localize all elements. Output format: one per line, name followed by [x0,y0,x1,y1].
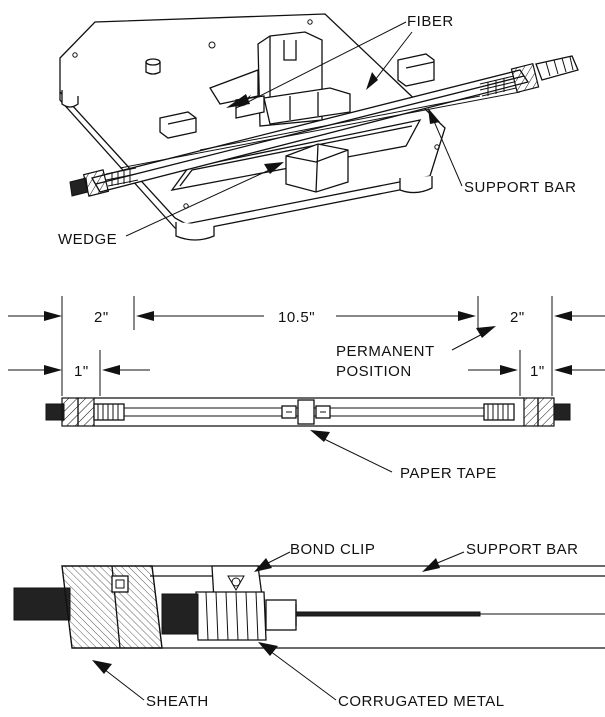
dim-center: 10.5" [278,309,315,326]
middle-dimension-view: 2" 10.5" 2" 1" 1" PERMANENT POSITION [8,296,605,482]
paper-tape-label: PAPER TAPE [400,465,497,482]
fiber-label: FIBER [407,13,454,30]
dim-right-outer: 2" [510,309,525,326]
wedge-label: WEDGE [58,231,117,248]
dim-left-outer: 2" [94,309,109,326]
support-bar-label-top: SUPPORT BAR [464,179,576,196]
position-label: POSITION [336,363,412,380]
sheath-label: SHEATH [146,693,209,710]
corrugated-metal-label: CORRUGATED METAL [338,693,505,710]
top-right-connector [479,55,579,97]
permanent-label: PERMANENT [336,343,435,360]
top-left-connector [69,167,139,197]
top-fixture-view: FIBER SUPPORT BAR WEDGE [58,13,579,248]
support-bar-label-bottom: SUPPORT BAR [466,541,578,558]
dim-left-inner: 1" [74,363,89,380]
bottom-detail-view: BOND CLIP SUPPORT BAR SHEATH CORRUGATED … [13,541,605,710]
dim-right-inner: 1" [530,363,545,380]
bond-clip-label: BOND CLIP [290,541,375,558]
middle-bar-assembly [45,397,571,427]
